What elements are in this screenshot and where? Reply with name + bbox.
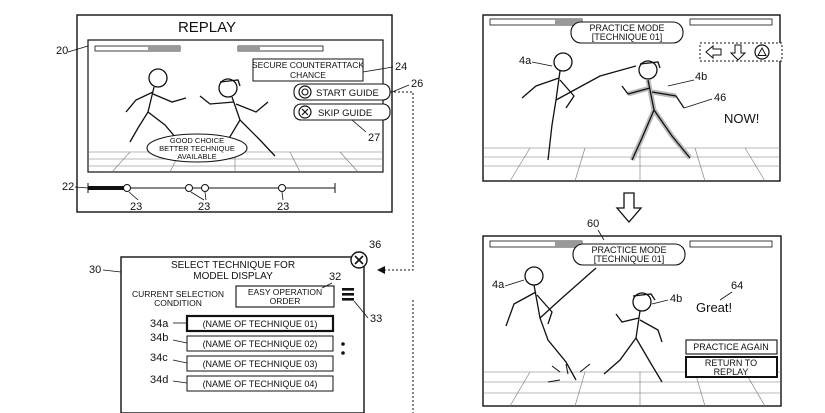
menu-icon	[342, 298, 354, 301]
practice-mode-header-bottom: PRACTICE MODE [TECHNIQUE 01]	[573, 244, 685, 265]
circle-button-icon	[299, 86, 311, 98]
ref-4a-top: 4a	[519, 55, 532, 67]
ref-36: 36	[369, 239, 381, 251]
ref-34d: 34d	[150, 374, 168, 386]
ref-22: 22	[62, 181, 74, 193]
great-indicator: Great!	[696, 300, 732, 315]
secure-counterattack-callout: SECURE COUNTERATTACK CHANCE	[252, 59, 364, 81]
ref-32: 32	[329, 271, 341, 283]
practice-bottom-fighter-b	[604, 293, 662, 382]
svg-text:AVAILABLE: AVAILABLE	[177, 152, 216, 161]
skip-guide-button[interactable]: SKIP GUIDE	[294, 104, 390, 120]
ref-34a: 34a	[150, 318, 169, 330]
svg-text:(NAME OF TECHNIQUE 01): (NAME OF TECHNIQUE 01)	[203, 319, 318, 329]
replay-fighter-a	[126, 69, 186, 145]
scroll-indicator	[341, 351, 345, 355]
practice-top-floor	[483, 148, 780, 181]
ref-23: 23	[277, 201, 289, 213]
ref-33: 33	[370, 313, 382, 325]
good-choice-bubble: GOOD CHOICE BETTER TECHNIQUE AVAILABLE	[147, 134, 247, 162]
ref-26: 26	[411, 78, 423, 90]
replay-health-bars	[95, 46, 323, 51]
ref-23: 23	[198, 201, 210, 213]
ref-4b-top: 4b	[695, 71, 707, 83]
ref-46: 46	[714, 92, 726, 104]
sort-menu-button[interactable]	[342, 288, 354, 301]
ref-60: 60	[587, 218, 599, 230]
ref-34b: 34b	[150, 332, 168, 344]
transition-arrow	[617, 193, 641, 222]
ref-4a-bottom: 4a	[492, 279, 505, 291]
ref-27: 27	[368, 132, 380, 144]
ref-23: 23	[130, 201, 142, 213]
ref-20: 20	[56, 45, 68, 57]
svg-text:ORDER: ORDER	[270, 296, 301, 306]
ref-34c: 34c	[150, 352, 168, 364]
technique-item-04[interactable]: (NAME OF TECHNIQUE 04)	[187, 376, 333, 391]
svg-text:PRACTICE AGAIN: PRACTICE AGAIN	[693, 342, 769, 352]
svg-text:(NAME OF TECHNIQUE 03): (NAME OF TECHNIQUE 03)	[203, 359, 318, 369]
svg-text:REPLAY: REPLAY	[714, 367, 749, 377]
timeline-marker[interactable]	[279, 185, 286, 192]
select-technique-panel: 30 SELECT TECHNIQUE FOR MODEL DISPLAY 36…	[89, 239, 382, 413]
easy-operation-order-selector[interactable]: EASY OPERATION ORDER	[236, 286, 334, 307]
practice-top-fighter-a	[522, 53, 636, 160]
svg-text:(NAME OF TECHNIQUE 04): (NAME OF TECHNIQUE 04)	[203, 379, 318, 389]
svg-text:(NAME OF TECHNIQUE 02): (NAME OF TECHNIQUE 02)	[203, 339, 318, 349]
start-guide-button[interactable]: START GUIDE	[294, 84, 390, 100]
svg-text:CHANCE: CHANCE	[290, 70, 326, 80]
svg-text:[TECHNIQUE 01]: [TECHNIQUE 01]	[592, 32, 663, 42]
select-title: SELECT TECHNIQUE FOR	[171, 260, 295, 271]
practice-screen-bottom: 60 PRACTICE MODE [TECHNIQUE 01]	[483, 218, 781, 406]
technique-item-02[interactable]: (NAME OF TECHNIQUE 02)	[187, 336, 333, 351]
practice-again-button[interactable]: PRACTICE AGAIN	[686, 340, 777, 354]
command-input-display	[700, 43, 782, 61]
ref-24: 24	[395, 61, 407, 73]
timeline-marker[interactable]	[202, 185, 209, 192]
technique-item-03[interactable]: (NAME OF TECHNIQUE 03)	[187, 356, 333, 371]
ref-4b-bottom: 4b	[670, 293, 682, 305]
replay-title: REPLAY	[178, 19, 236, 36]
timeline-marker[interactable]	[186, 185, 193, 192]
condition-label-line2: CONDITION	[154, 298, 202, 308]
replay-timeline[interactable]	[88, 183, 335, 193]
svg-text:[TECHNIQUE 01]: [TECHNIQUE 01]	[594, 254, 665, 264]
svg-text:START GUIDE: START GUIDE	[316, 88, 379, 99]
now-indicator: NOW!	[724, 111, 759, 126]
select-title-line2: MODEL DISPLAY	[193, 271, 273, 282]
return-to-replay-button[interactable]: RETURN TO REPLAY	[686, 357, 777, 377]
practice-mode-header: PRACTICE MODE [TECHNIQUE 01]	[571, 22, 683, 43]
ref-64: 64	[731, 280, 743, 292]
svg-text:SKIP GUIDE: SKIP GUIDE	[318, 108, 372, 119]
replay-screen: REPLAY 20	[56, 15, 423, 213]
practice-screen-top: PRACTICE MODE [TECHNIQUE 01]	[483, 15, 782, 181]
ref-30: 30	[89, 264, 101, 276]
practice-bottom-fighter-a	[506, 267, 596, 380]
timeline-marker[interactable]	[124, 185, 131, 192]
close-button[interactable]	[351, 252, 367, 268]
svg-text:SECURE COUNTERATTACK: SECURE COUNTERATTACK	[252, 60, 364, 70]
scroll-indicator	[341, 342, 345, 346]
technique-item-01[interactable]: (NAME OF TECHNIQUE 01)	[187, 316, 333, 331]
